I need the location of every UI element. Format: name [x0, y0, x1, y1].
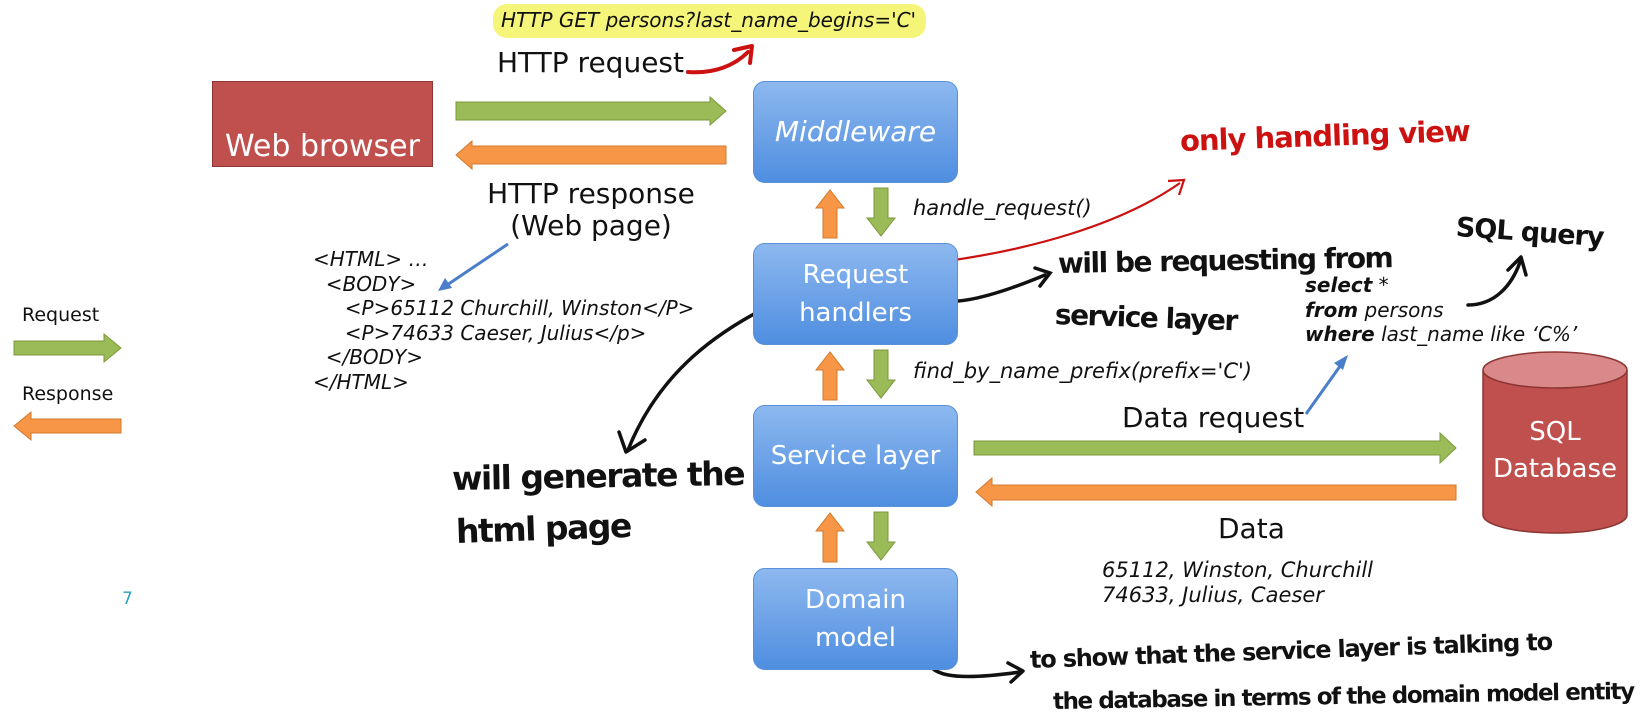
page-number: 7 [122, 589, 133, 609]
request-handlers-line1: Request [802, 260, 909, 290]
legend-response-arrow [13, 410, 122, 442]
request-handlers-line2: handlers [799, 298, 912, 328]
note-will-be-requesting-line1: will be requesting from [1057, 241, 1393, 280]
data-request-label: Data request [1122, 401, 1305, 434]
service-layer-label: Service layer [770, 441, 941, 471]
legend-request-arrow [13, 332, 122, 364]
sql-text: persons [1358, 297, 1444, 322]
data-row: 65112, Winston, Churchill [1102, 558, 1374, 582]
browser-to-middleware-request-arrow [455, 95, 727, 127]
note-will-be-requesting-line2: service layer [1054, 298, 1238, 338]
sql-keyword: from [1305, 297, 1359, 322]
sql-query-pointer [1466, 260, 1522, 307]
sql-text: * [1372, 273, 1389, 297]
request-handlers-box: Request handlers [753, 243, 958, 345]
web-browser-label: Web browser [225, 129, 420, 164]
db-to-service-response-arrow [975, 476, 1457, 508]
service-to-db-request-arrow [973, 431, 1457, 465]
middleware-box: Middleware [753, 81, 958, 183]
data-row: 74633, Julius, Caeser [1102, 582, 1324, 607]
response-to-html-pointer [443, 242, 509, 289]
sql-database-cylinder [1482, 351, 1628, 534]
service-layer-box: Service layer [753, 405, 958, 507]
html-line: </BODY> [313, 345, 424, 369]
domain-model-box: Domain model [753, 568, 958, 670]
http-response-line2: (Web page) [510, 209, 672, 242]
legend-response-label: Response [22, 383, 114, 405]
domain-model-line1: Domain [805, 585, 906, 615]
data-label: Data [1218, 512, 1285, 545]
legend-request-label: Request [22, 304, 100, 326]
up-response-arrow-2 [814, 351, 846, 401]
handlers-to-only-view-pointer [939, 182, 1181, 264]
sql-database-line1: SQL [1529, 417, 1581, 447]
http-request-pointer [686, 50, 750, 75]
sql-database-label: SQL Database [1483, 414, 1627, 488]
handle-request-label: handle_request() [913, 196, 1092, 220]
note-will-generate-line2: html page [455, 505, 632, 551]
middleware-label: Middleware [774, 115, 937, 148]
find-by-name-prefix-label: find_by_name_prefix(prefix='C') [913, 359, 1252, 383]
sql-from-line: from persons [1305, 298, 1577, 323]
html-code-block: <HTML> … <BODY> <P>65112 Churchill, Wins… [313, 247, 694, 394]
down-request-arrow-3 [865, 511, 897, 561]
up-response-arrow-1 [814, 189, 846, 239]
sql-keyword: select [1305, 273, 1373, 297]
http-get-highlight: HTTP GET persons?last_name_begins='C' [493, 4, 927, 38]
sql-where-line: where last_name like ‘C%’ [1305, 322, 1577, 347]
sql-text: last_name like ‘C%’ [1374, 322, 1578, 346]
sql-keyword: where [1305, 322, 1375, 346]
http-response-label: HTTP response (Web page) [486, 178, 696, 242]
down-request-arrow-1 [865, 187, 897, 237]
html-line: <HTML> … [313, 247, 429, 271]
middleware-to-browser-response-arrow [455, 139, 727, 171]
web-browser-box: Web browser [212, 81, 433, 167]
html-line: </HTML> [313, 369, 409, 394]
http-request-label: HTTP request [497, 46, 684, 79]
data-request-to-sql-pointer [1304, 361, 1345, 415]
http-response-line1: HTTP response [487, 177, 695, 210]
html-line: <P>65112 Churchill, Winston</P> [313, 296, 695, 320]
domain-model-line2: model [815, 623, 896, 653]
sql-select-line: select * [1305, 273, 1577, 298]
up-response-arrow-3 [814, 512, 846, 563]
html-line: <BODY> [313, 271, 417, 296]
note-will-generate-line1: will generate the [451, 453, 745, 498]
down-request-arrow-2 [865, 349, 897, 399]
html-line: <P>74633 Caeser, Julius</p> [313, 320, 647, 345]
sql-database-line2: Database [1492, 454, 1618, 484]
